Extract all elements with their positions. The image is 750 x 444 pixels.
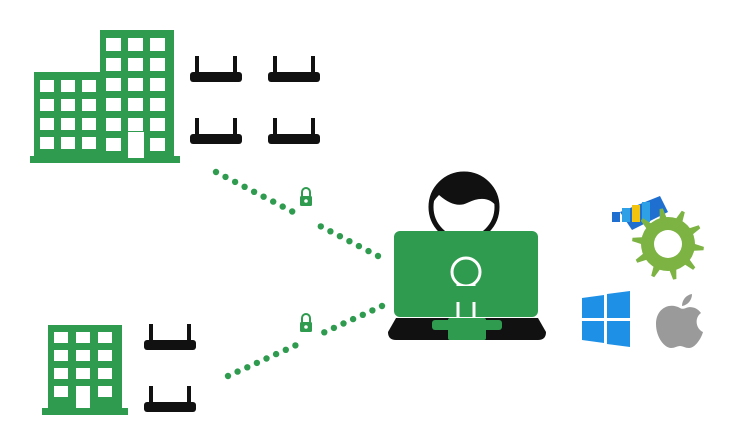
routers-top-group xyxy=(190,56,320,144)
windows-logo-icon xyxy=(582,291,630,347)
routers-bottom-group xyxy=(144,324,196,412)
padlock-icon xyxy=(300,187,312,206)
padlock-icon xyxy=(300,313,312,332)
wifi-router-icon xyxy=(190,56,242,82)
wifi-router-icon xyxy=(190,118,242,144)
person-at-laptop-icon xyxy=(388,171,546,340)
app-installer-icon xyxy=(612,196,668,230)
wifi-router-icon xyxy=(144,324,196,350)
wifi-router-icon xyxy=(268,118,320,144)
hq-building-icon xyxy=(30,30,180,163)
gear-icon xyxy=(632,208,704,280)
wifi-router-icon xyxy=(268,56,320,82)
apple-logo-icon xyxy=(656,294,703,348)
wifi-router-icon xyxy=(144,386,196,412)
vpn-tunnel-top xyxy=(212,168,382,260)
branch-building-icon xyxy=(42,325,128,415)
vpn-tunnel-bottom xyxy=(224,302,386,380)
